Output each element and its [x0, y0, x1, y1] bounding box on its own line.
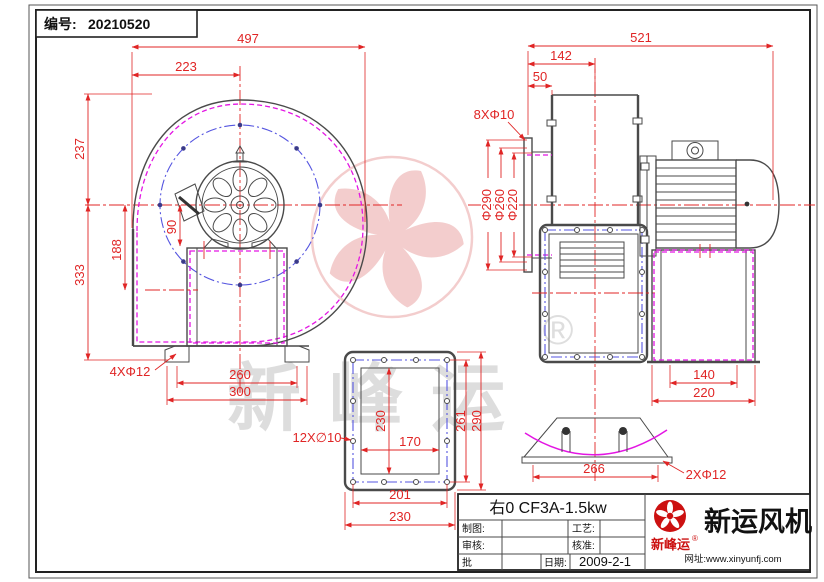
watermark-logo — [310, 155, 474, 319]
dim-dia290: Φ290 — [479, 189, 494, 221]
field-checked: 审核: — [462, 539, 485, 552]
dim-90: 90 — [164, 220, 179, 234]
company-logo — [654, 500, 686, 532]
company-website: 网址:www.xinyunfj.com — [684, 553, 781, 565]
dim-290: 290 — [469, 410, 484, 432]
junction-box — [174, 183, 205, 222]
terminal-box — [671, 140, 719, 161]
front-bolt-dots — [157, 122, 323, 288]
dim-140: 140 — [693, 367, 715, 382]
field-drawn: 制图: — [462, 522, 485, 535]
dim-230-inner: 230 — [373, 410, 388, 432]
side-dimensions: 521 142 50 8XΦ10 Φ290 Φ260 Φ220 140 220 … — [474, 30, 774, 482]
inlet-grille — [203, 168, 277, 242]
dim-50: 50 — [533, 69, 547, 84]
label-2xd12: 2XΦ12 — [686, 467, 727, 482]
logo-brand-text: 新峰运 — [651, 537, 690, 552]
doc-number-value: 20210520 — [88, 16, 151, 32]
field-ratify: 核准: — [572, 539, 595, 552]
label-12xd10: 12X∅10 — [293, 430, 342, 445]
label-8xd10: 8XΦ10 — [474, 107, 515, 122]
title-block: 右0 CF3A-1.5kw 制图: 工艺: 审核: 核准: 批 日期: 2009… — [457, 493, 812, 571]
dim-521: 521 — [630, 30, 652, 45]
doc-number-label: 编号: — [44, 16, 77, 32]
company-name: 新运风机 — [704, 506, 812, 537]
doc-number-box: 编号: 20210520 — [35, 9, 198, 38]
dim-dia220: Φ220 — [505, 189, 520, 221]
inlet-top-pin — [233, 144, 247, 163]
outlet-bolt-dots — [542, 227, 645, 360]
dim-300: 300 — [229, 384, 251, 399]
dim-dia260: Φ260 — [492, 189, 507, 221]
dim-266: 266 — [583, 461, 605, 476]
label-4xd12: 4XΦ12 — [110, 364, 151, 379]
outlet-flange-side — [532, 223, 655, 364]
dim-497: 497 — [237, 31, 259, 46]
flange-dimensions: 230 170 261 290 201 230 12X∅10 — [293, 351, 486, 530]
field-date-value: 2009-2-1 — [579, 554, 631, 569]
sheet-border — [28, 4, 818, 579]
front-view — [85, 66, 402, 395]
front-stand — [186, 241, 288, 347]
logo-reg-mark: ® — [692, 534, 698, 543]
side-view — [468, 58, 815, 482]
dim-170: 170 — [399, 434, 421, 449]
motor-stand — [647, 249, 760, 364]
base-bracket-view — [521, 417, 673, 464]
inlet-flange-side — [523, 137, 552, 273]
dim-230-outer: 230 — [389, 509, 411, 524]
dim-201: 201 — [389, 487, 411, 502]
dim-261: 261 — [453, 410, 468, 432]
dim-333: 333 — [72, 264, 87, 286]
motor — [655, 140, 780, 258]
dim-188: 188 — [109, 239, 124, 261]
model-designation: 右0 CF3A-1.5kw — [489, 499, 607, 517]
dim-220: 220 — [693, 385, 715, 400]
front-dimensions: 497 223 237 333 188 90 260 300 4XΦ12 — [72, 31, 366, 405]
dim-142: 142 — [550, 48, 572, 63]
dim-223: 223 — [175, 59, 197, 74]
field-date-label: 日期: — [544, 557, 567, 569]
dim-237: 237 — [72, 138, 87, 160]
field-approve: 批 — [462, 556, 472, 569]
dim-260: 260 — [229, 367, 251, 382]
field-process: 工艺: — [572, 523, 595, 535]
